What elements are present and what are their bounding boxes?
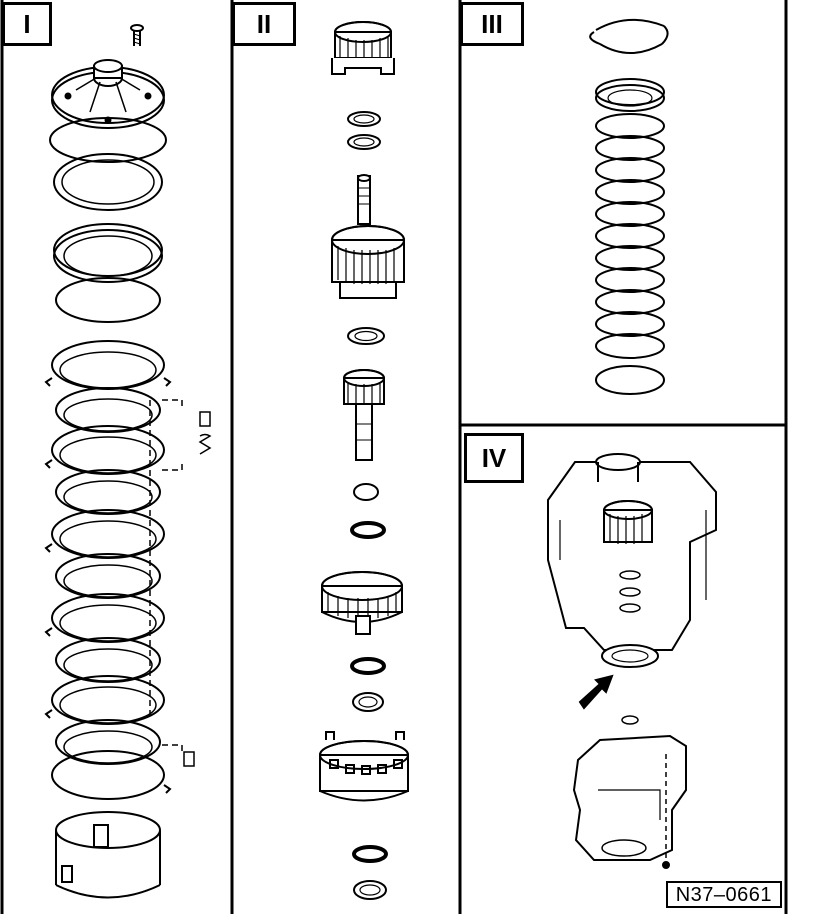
panel-label-iii: III (460, 2, 524, 46)
gasket (53, 153, 163, 211)
panel-iii-parts (589, 18, 669, 395)
thrust-bearing (352, 845, 388, 863)
pump-housing (51, 59, 165, 129)
transmission-case (547, 453, 717, 668)
washer (352, 692, 384, 712)
panel-frames (0, 0, 788, 914)
clutch-disc-stack (595, 113, 665, 395)
o-ring (49, 117, 167, 163)
clutch-drum (55, 811, 161, 899)
panel-iv-parts (547, 453, 717, 869)
planetary-gear (321, 571, 403, 635)
figure-reference-number: N37–0661 (665, 881, 782, 908)
springs (183, 411, 212, 767)
o-ring-small (621, 715, 639, 725)
panel-label-ii: II (232, 2, 296, 46)
bolt (130, 24, 144, 46)
washer (353, 880, 387, 900)
bearing-race (347, 327, 385, 345)
thrust-washer (347, 111, 381, 127)
panel-i-parts (44, 24, 212, 899)
alignment-lines (149, 399, 183, 752)
panel-label-iv: IV (464, 433, 524, 483)
input-shaft (331, 174, 405, 299)
seal-ring (55, 277, 161, 323)
piston (53, 223, 163, 283)
pinion-shaft (343, 369, 385, 461)
snap-ring (589, 18, 669, 54)
cover-plate (572, 734, 687, 869)
arrow-indicator (578, 674, 614, 710)
clutch-plate-stack (44, 340, 172, 800)
outer-drum (319, 731, 409, 802)
panel-ii-parts (319, 21, 409, 900)
needle-bearing (353, 483, 379, 501)
thrust-bearing (350, 657, 386, 675)
panel-label-i: I (2, 2, 52, 46)
thrust-washer (347, 134, 381, 150)
pressure-plate (595, 78, 665, 106)
top-clutch-hub (331, 21, 395, 75)
thrust-bearing (350, 521, 386, 539)
